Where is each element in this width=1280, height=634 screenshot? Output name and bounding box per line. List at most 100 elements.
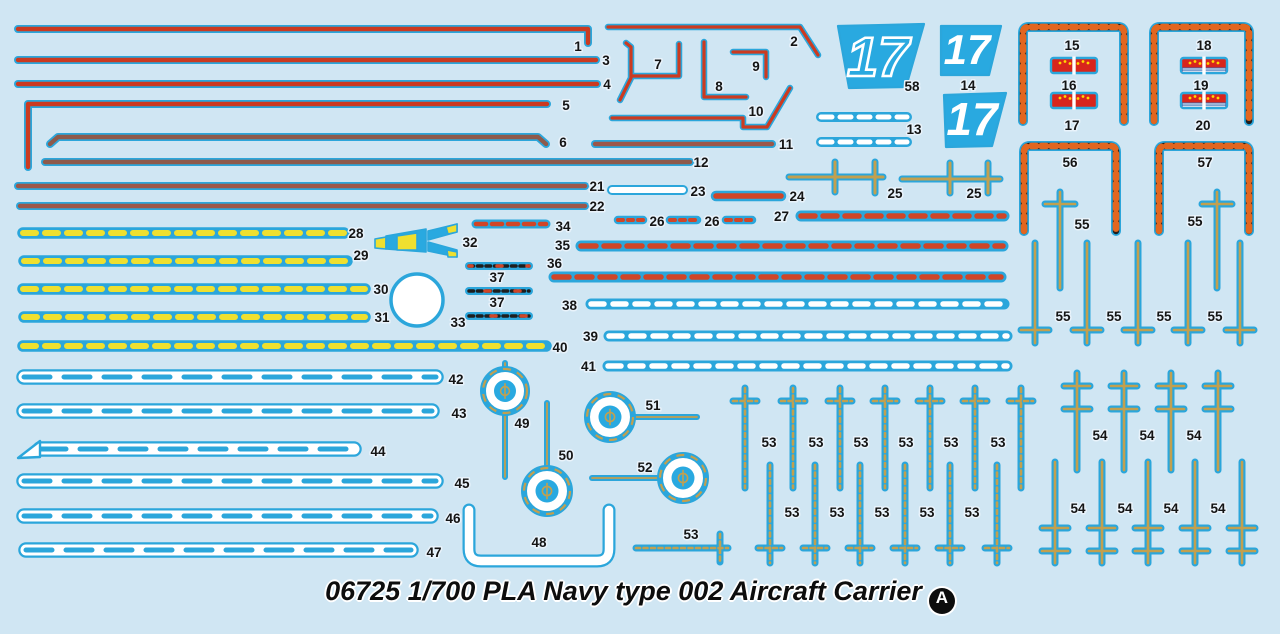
part-number-label: 54 <box>1186 428 1202 443</box>
part-number-label: 53 <box>874 505 890 520</box>
part-38: 38 <box>560 297 1010 315</box>
part-34: 34 <box>471 218 572 236</box>
part-31: 31 <box>18 309 391 327</box>
part-1: 1 <box>14 25 592 56</box>
part-5: 5 <box>24 97 572 171</box>
part-21: 21 <box>14 178 606 196</box>
part-17: 17 <box>1049 91 1099 135</box>
part-number-label: 33 <box>450 315 466 330</box>
part-51: 51 <box>584 391 700 443</box>
part-49: 49 <box>480 360 531 480</box>
part-7: 7 <box>616 39 683 104</box>
part-number-label: 53 <box>784 505 800 520</box>
part-number-label: 43 <box>451 406 467 421</box>
part-number-label: 52 <box>637 460 652 475</box>
part-number-label: 31 <box>374 310 390 325</box>
part-number-label: 11 <box>779 137 794 152</box>
part-number-label: 37 <box>489 295 504 310</box>
part-number-label: 37 <box>489 270 504 285</box>
part-number-label: 8 <box>715 79 723 94</box>
part-number-label: 53 <box>683 527 699 542</box>
part-number-label: 5 <box>562 98 570 113</box>
part-47: 47 <box>18 542 443 562</box>
part-25: 25 <box>785 158 904 203</box>
part-number-label: 24 <box>789 189 805 204</box>
part-number-label: 48 <box>531 535 547 550</box>
part-24: 24 <box>710 188 806 206</box>
part-16: 16 <box>1049 56 1099 95</box>
part-number-label: 28 <box>348 226 364 241</box>
part-number-label: 39 <box>583 329 598 344</box>
svg-text:17: 17 <box>944 26 992 73</box>
part-36: 36 <box>545 255 1007 283</box>
part-number-label: 35 <box>555 238 571 253</box>
part-number-label: 16 <box>1061 78 1077 93</box>
part-number-label: 55 <box>1055 309 1071 324</box>
part-30: 30 <box>17 281 390 299</box>
part-number-label: 1 <box>574 39 582 54</box>
part-29: 29 <box>18 247 370 267</box>
part-14b: 17 <box>942 91 1008 149</box>
part-number-label: 29 <box>353 248 368 263</box>
part-number-label: 53 <box>964 505 980 520</box>
part-number-label: 18 <box>1196 38 1212 53</box>
part-number-label: 9 <box>752 59 760 74</box>
part-number-label: 32 <box>462 235 477 250</box>
part-number-label: 12 <box>693 155 708 170</box>
part-6: 6 <box>46 133 569 152</box>
part-44: 44 <box>16 439 387 461</box>
part-12: 12 <box>41 154 710 172</box>
sheet-title: 06725 1/700 PLA Navy type 002 Aircraft C… <box>0 576 1280 614</box>
part-48: 48 <box>462 503 616 568</box>
part-39: 39 <box>581 328 1013 346</box>
part-number-label: 54 <box>1163 501 1179 516</box>
part-number-label: 27 <box>774 209 789 224</box>
part-11: 11 <box>591 136 795 154</box>
part-3: 3 <box>14 52 612 70</box>
part-number-label: 42 <box>448 372 463 387</box>
part-number-label: 26 <box>649 214 665 229</box>
part-number-label: 50 <box>558 448 573 463</box>
part-number-label: 53 <box>919 505 935 520</box>
part-number-label: 10 <box>748 104 763 119</box>
part-42: 42 <box>16 369 465 389</box>
part-56: 56 <box>1019 141 1121 236</box>
part-26: 26 <box>613 213 666 231</box>
part-number-label: 36 <box>547 256 563 271</box>
part-number-label: 45 <box>454 476 470 491</box>
part-41: 41 <box>579 358 1013 376</box>
part-number-label: 53 <box>990 435 1006 450</box>
part-50: 50 <box>521 400 575 517</box>
part-number-label: 25 <box>887 186 903 201</box>
part-19: 19 <box>1179 56 1229 95</box>
part-27: 27 <box>772 208 1010 226</box>
part-37: 37 <box>465 287 533 312</box>
part-33: 33 <box>389 272 467 332</box>
part-35: 35 <box>553 237 1009 255</box>
part-number-label: 53 <box>761 435 777 450</box>
part-number-label: 38 <box>562 298 578 313</box>
part-22: 22 <box>16 198 606 216</box>
part-9: 9 <box>729 48 770 81</box>
part-4: 4 <box>14 76 613 94</box>
part-2: 2 <box>604 23 822 59</box>
part-23: 23 <box>607 183 707 201</box>
svg-text:17: 17 <box>847 25 912 88</box>
part-number-label: 57 <box>1197 155 1212 170</box>
part-28: 28 <box>17 225 365 243</box>
part-52: 52 <box>589 452 709 504</box>
part-number-label: 40 <box>552 340 567 355</box>
part-number-label: 30 <box>373 282 388 297</box>
part-number-label: 3 <box>602 53 610 68</box>
part-number-label: 2 <box>790 34 798 49</box>
part-13: 13 <box>816 121 923 147</box>
part-number-label: 41 <box>581 359 597 374</box>
part-37: 37 <box>465 262 533 287</box>
part-57: 57 <box>1154 141 1254 236</box>
